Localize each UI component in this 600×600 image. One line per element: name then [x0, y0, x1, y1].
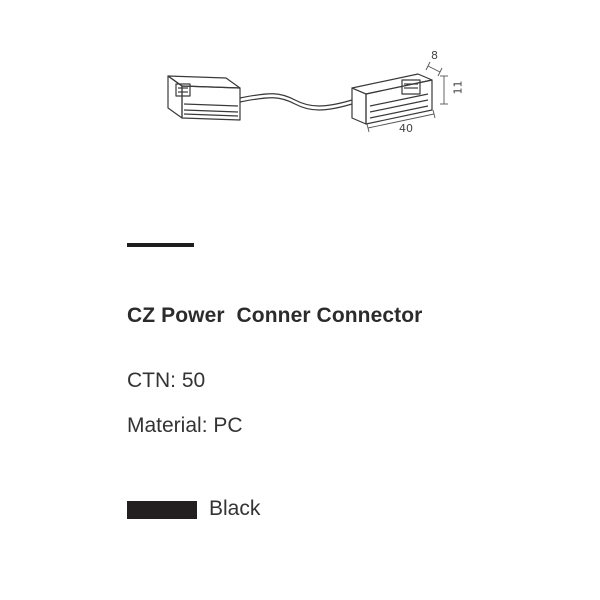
cable — [239, 93, 353, 107]
color-name-label: Black — [209, 497, 261, 520]
dimension-depth-label: 8 — [431, 49, 438, 62]
left-module — [167, 75, 241, 121]
color-swatch — [127, 501, 197, 519]
ctn-spec: CTN: 50 — [127, 369, 206, 392]
connector-line-drawing — [167, 61, 448, 133]
title-divider — [127, 243, 194, 247]
connector-drawing: 8 11 40 — [0, 0, 600, 160]
product-title: CZ Power Conner Connector — [127, 304, 423, 327]
dimension-height-label: 11 — [451, 80, 465, 95]
right-module — [351, 73, 433, 125]
material-spec: Material: PC — [127, 414, 243, 437]
dimension-length-label: 40 — [399, 122, 413, 135]
